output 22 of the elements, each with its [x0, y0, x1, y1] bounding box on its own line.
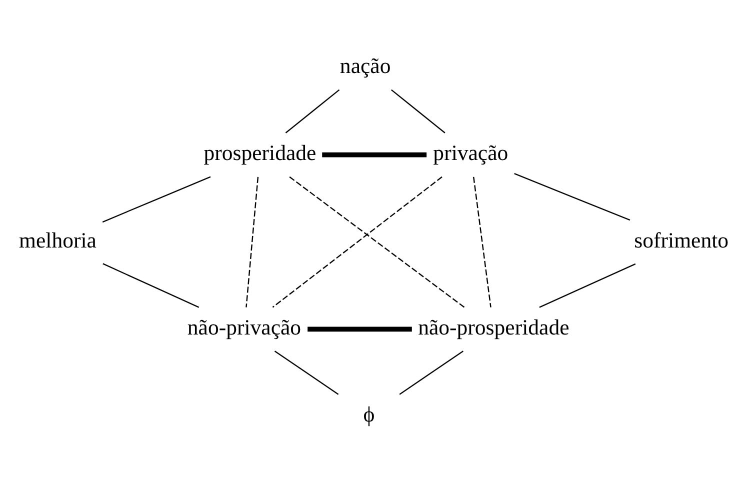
node-text: nação — [340, 54, 391, 78]
connector — [391, 89, 446, 134]
node-text: não-prosperidade — [418, 316, 570, 340]
node-text: prosperidade — [204, 141, 316, 166]
connector — [514, 173, 630, 221]
connector — [322, 152, 427, 158]
node-text: melhoria — [19, 228, 96, 252]
connector — [285, 89, 340, 134]
node-text: privação — [433, 141, 508, 166]
connector — [308, 326, 412, 332]
node-text: ϕ — [363, 402, 375, 427]
connector — [272, 176, 442, 308]
connector — [246, 176, 259, 308]
connector — [539, 263, 636, 308]
connector — [274, 350, 339, 395]
node-text: não-privação — [187, 316, 302, 340]
connector — [289, 176, 465, 308]
connector — [399, 350, 464, 395]
connector — [102, 176, 211, 223]
node-text: sofrimento — [634, 228, 729, 252]
connector — [102, 263, 200, 308]
connector — [473, 176, 492, 308]
